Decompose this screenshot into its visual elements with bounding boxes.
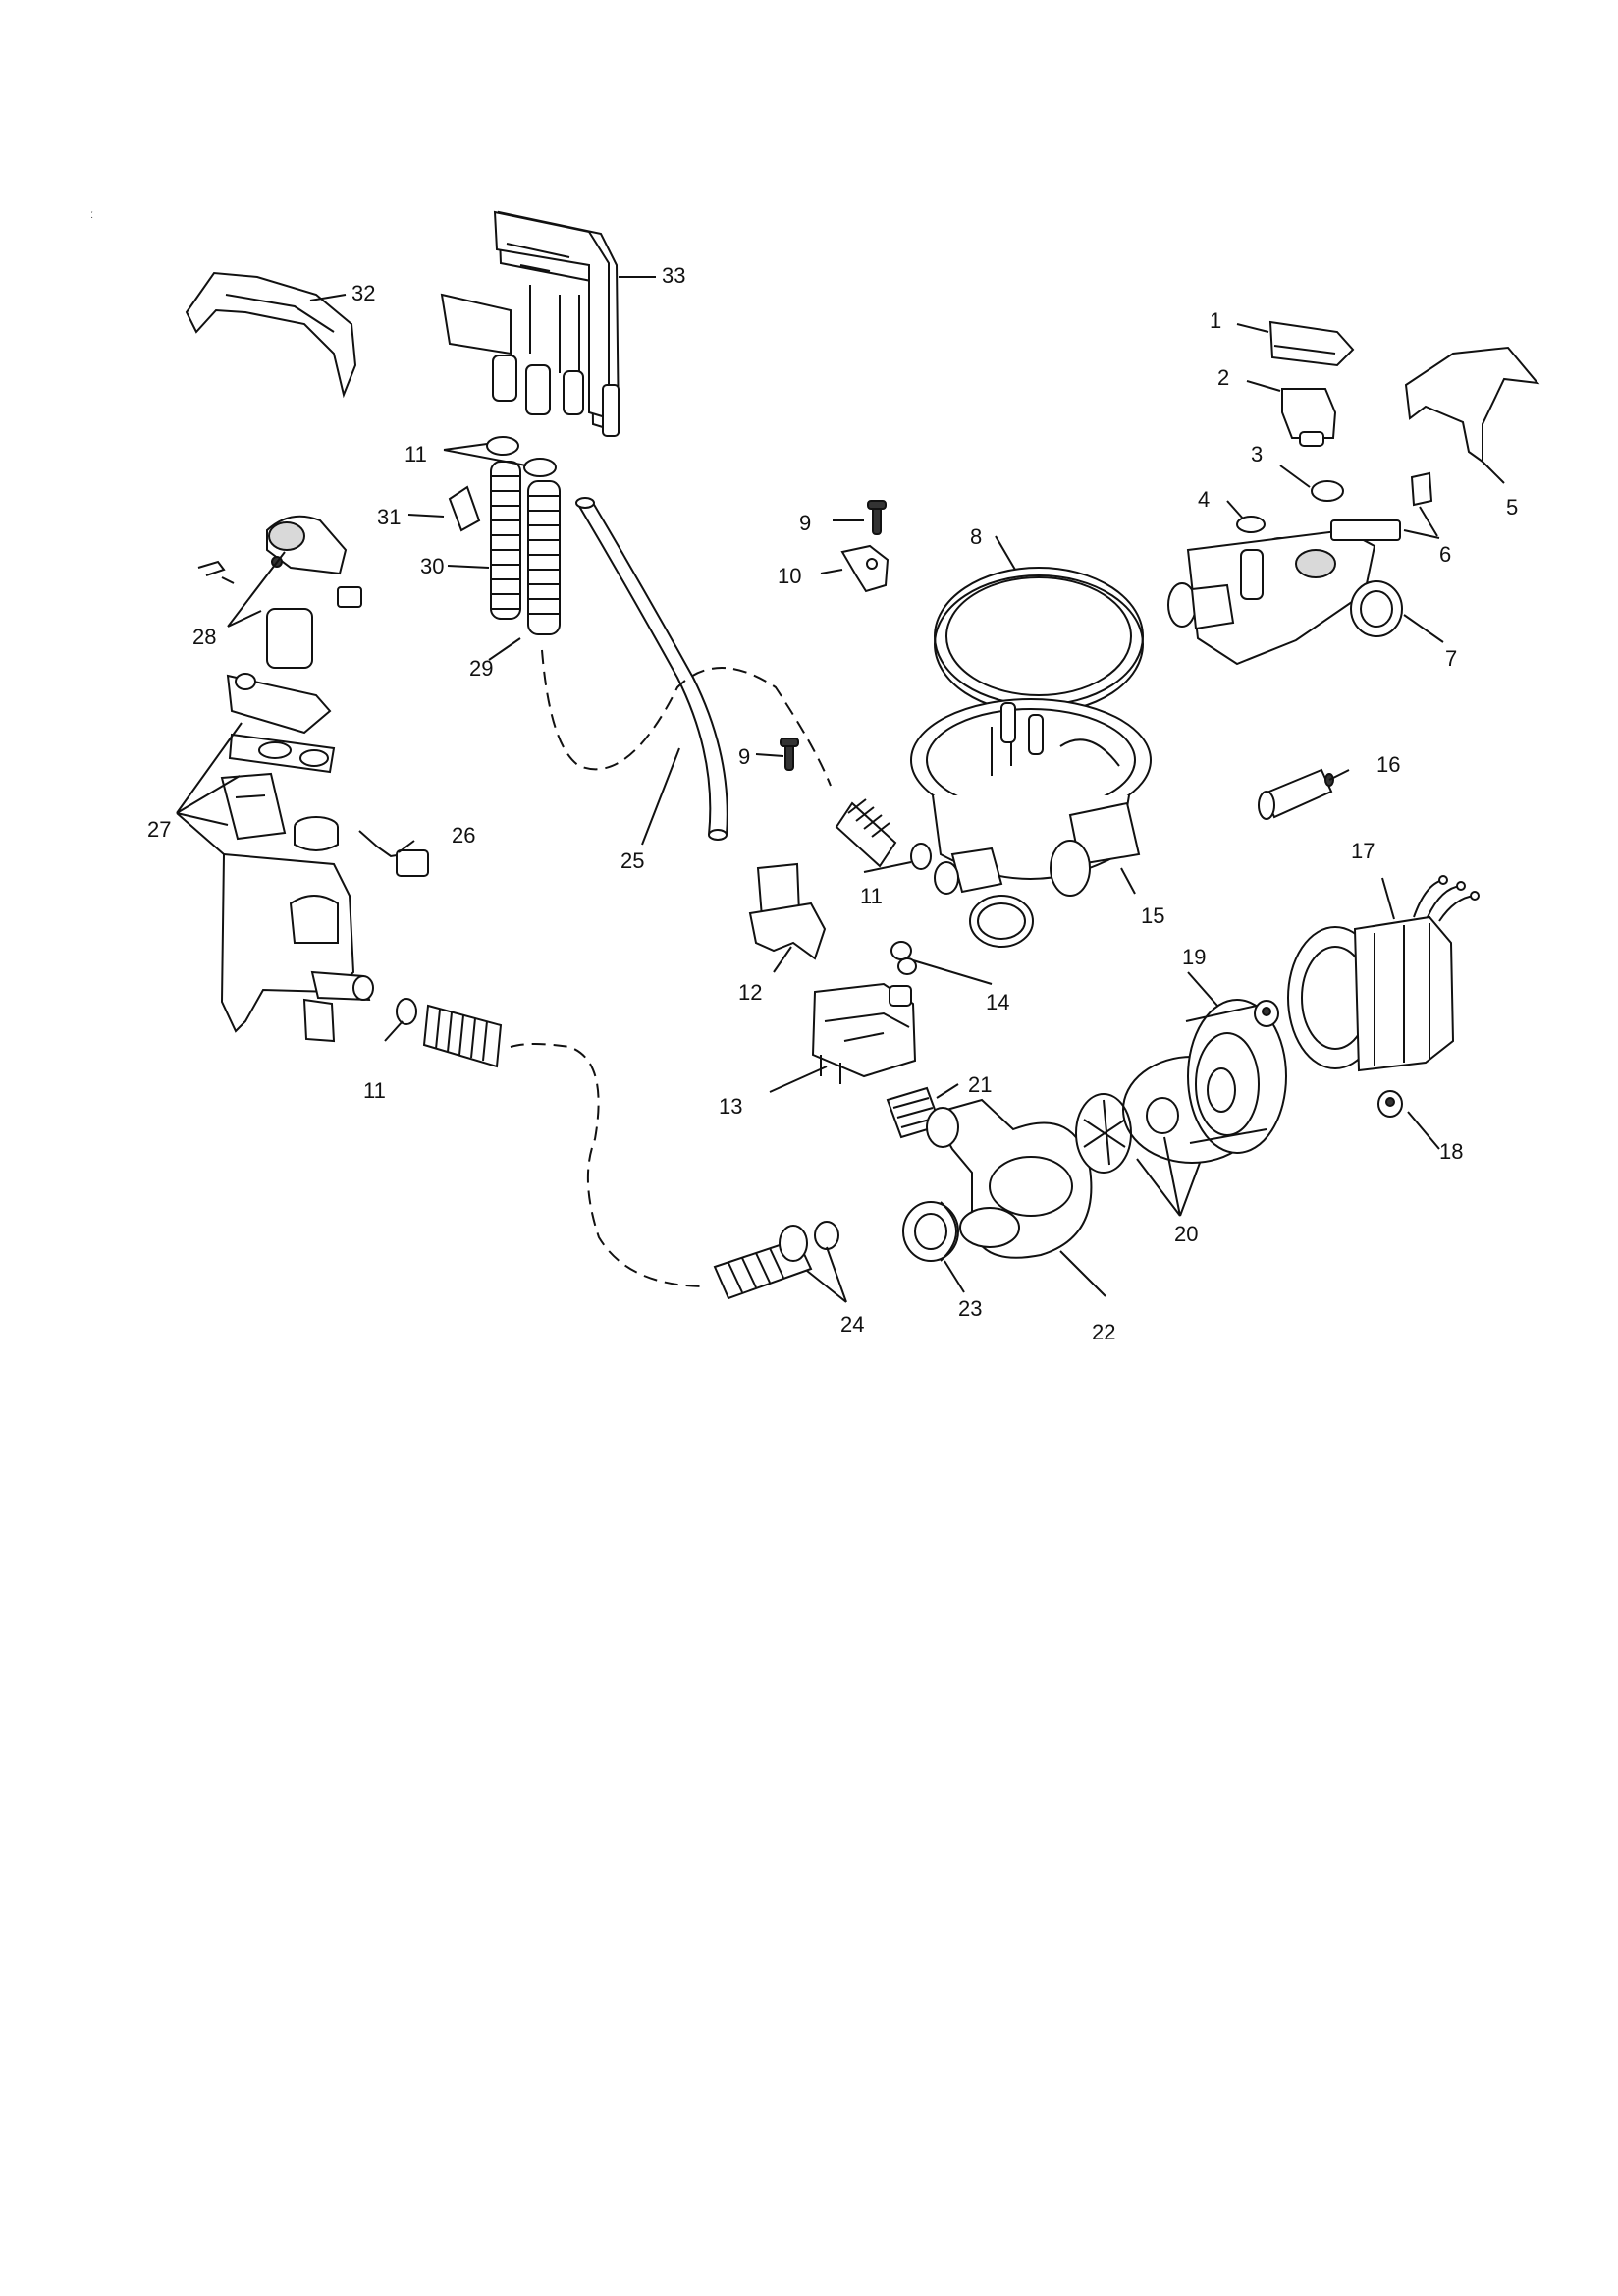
part-18-buffer-bottom	[1377, 1090, 1403, 1118]
part-12-bracket	[748, 862, 827, 960]
label-33: 33	[662, 263, 685, 288]
label-32: 32	[351, 281, 375, 305]
label-6: 6	[1439, 542, 1451, 567]
label-20: 20	[1174, 1222, 1198, 1246]
part-5-cover	[1404, 346, 1540, 464]
label-7: 7	[1445, 646, 1457, 671]
label-18: 18	[1439, 1139, 1463, 1164]
part-25-hose	[575, 497, 728, 841]
part-24-bellows	[713, 1221, 839, 1300]
part-13-pump	[811, 982, 917, 1084]
label-30: 30	[420, 554, 444, 578]
part-9-screw-mid	[780, 738, 799, 771]
part-10-bracket	[840, 544, 890, 593]
part-32-cover	[185, 271, 357, 399]
label-31: 31	[377, 505, 401, 529]
label-13: 13	[719, 1094, 742, 1119]
part-27-assembly	[220, 673, 374, 1043]
part-22-pump-housing	[926, 1098, 1093, 1259]
part-17-motor	[1287, 875, 1480, 1072]
label-12: 12	[738, 980, 762, 1005]
part-11-orings-top	[486, 436, 557, 477]
label-17: 17	[1351, 839, 1375, 863]
label-9-top: 9	[799, 511, 811, 535]
part-29-spring	[527, 480, 561, 635]
part-6-clip	[1410, 471, 1433, 507]
part-28-valve	[197, 515, 362, 669]
part-14-clip	[890, 941, 917, 975]
label-22: 22	[1092, 1320, 1115, 1344]
part-9-screw-top	[867, 500, 887, 535]
part-7-manifold	[1167, 519, 1440, 666]
label-11-mid: 11	[860, 884, 883, 908]
part-30-spring	[490, 461, 521, 620]
label-1: 1	[1210, 308, 1221, 333]
part-11-bellows-mid	[835, 798, 932, 870]
label-2: 2	[1217, 365, 1229, 390]
connection-lines	[510, 649, 832, 1287]
label-26: 26	[452, 823, 475, 847]
label-15: 15	[1141, 903, 1164, 928]
part-2-connector	[1281, 388, 1337, 447]
part-15-sump	[910, 698, 1152, 948]
label-8: 8	[970, 524, 982, 549]
part-11-bellows-lower	[396, 998, 503, 1068]
label-3: 3	[1251, 442, 1263, 466]
label-5: 5	[1506, 495, 1518, 519]
part-18-buffer-top	[1254, 1000, 1279, 1027]
part-23-grommet	[902, 1201, 959, 1262]
label-11-lower: 11	[363, 1078, 386, 1103]
label-14: 14	[986, 990, 1009, 1014]
label-4: 4	[1198, 487, 1210, 512]
label-19: 19	[1182, 945, 1206, 969]
part-31-clip	[448, 485, 481, 532]
label-28: 28	[192, 625, 216, 649]
label-24: 24	[840, 1312, 864, 1337]
label-23: 23	[958, 1296, 982, 1321]
label-16: 16	[1376, 752, 1400, 777]
stray-mark: ː	[90, 207, 93, 221]
leader-lines	[176, 276, 1505, 1303]
part-33-panel	[440, 210, 620, 437]
label-11-top: 11	[404, 442, 427, 466]
part-8-seal	[934, 567, 1144, 714]
label-27: 27	[147, 817, 171, 842]
part-16-pin	[1258, 768, 1334, 820]
label-29: 29	[469, 656, 493, 681]
label-9-mid: 9	[738, 744, 750, 769]
label-10: 10	[778, 564, 801, 588]
label-21: 21	[968, 1072, 992, 1097]
label-25: 25	[620, 848, 644, 873]
part-26-sensor	[358, 830, 429, 877]
part-3-oring	[1311, 480, 1344, 502]
part-19-flange	[1185, 999, 1287, 1154]
part-1-cap	[1268, 320, 1355, 367]
callout-labels: 1 2 3 4 5 6 7 8 9 9 10 11 11 11 12 13 14…	[147, 263, 1518, 1344]
